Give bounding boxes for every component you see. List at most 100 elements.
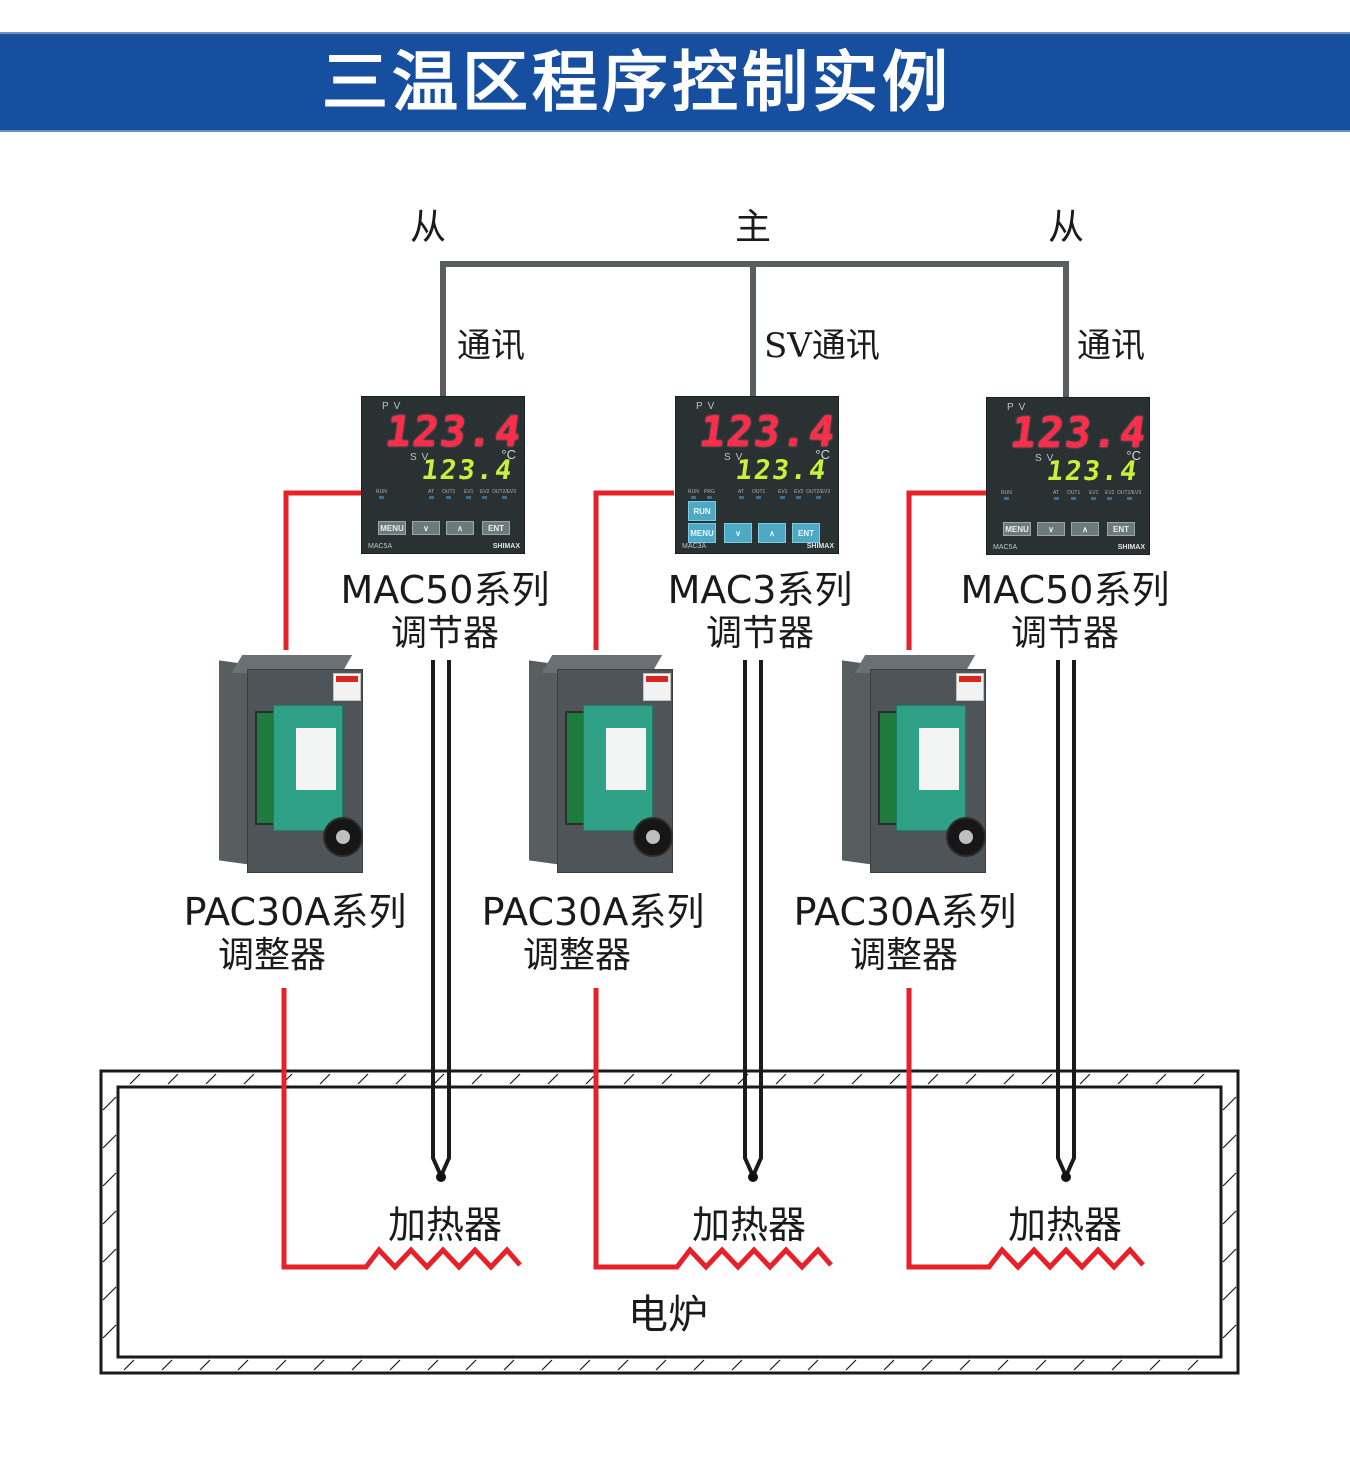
page-title: 三温区程序控制实例 [322,44,952,121]
thermocouple-tip-2 [748,1172,758,1182]
hatch-mark [541,1359,553,1371]
status-leds: RUN AT OUT1 EV1 EV2 OUT2/EV3 [376,489,518,503]
heater-label-2: 加热器 [692,1203,807,1247]
adjust-dial[interactable] [633,817,673,857]
hatch-mark [433,1073,445,1085]
hatch-mark [547,1073,559,1085]
wiring-label [896,705,966,831]
hatch-mark [199,1359,211,1371]
pv-label: PV [696,401,720,412]
led-at: AT [1053,490,1059,500]
ent-button[interactable]: ENT [1107,522,1135,536]
regulator-label-right: PAC30A系列 调整器 [790,890,1020,978]
hatch-mark [1222,1172,1237,1187]
up-button[interactable]: ∧ [446,521,474,535]
furnace-wall [99,1069,1240,1375]
menu-button[interactable]: MENU [1003,522,1031,536]
regulator-type: 调整器 [218,935,327,976]
regulator-label-left: PAC30A系列 调整器 [180,890,410,978]
regulator-pac30a-left [219,655,371,877]
brand-logo: SHIMAX [1117,544,1145,551]
led-out2-ev3: OUT2/EV3 [806,489,830,499]
hatch-mark [1035,1359,1047,1371]
up-button[interactable]: ∧ [1071,522,1099,536]
led-ev1: EV1 [778,489,787,499]
regulator-series: PAC30A系列 [183,890,407,934]
down-button[interactable]: ∨ [724,523,752,543]
led-ev1: EV1 [464,489,473,499]
menu-button[interactable]: MENU [378,521,406,535]
menu-button[interactable]: MENU [688,523,716,543]
role-label-left: 从 [410,207,447,248]
led-run: RUN [1001,490,1012,500]
thermocouple-tip-3 [1061,1172,1071,1182]
regulator-series: PAC30A系列 [481,890,705,934]
hatch-mark [351,1359,363,1371]
controller-type: 调节器 [390,613,499,654]
hatch-mark [319,1073,331,1085]
furnace-outer-wall [99,1069,1240,1375]
hatch-mark [1079,1073,1091,1085]
hatch-mark [579,1359,591,1371]
hatch-mark [1222,1134,1237,1149]
led-ev1: EV1 [1089,490,1098,500]
unit-label: °C [1126,448,1141,463]
down-button[interactable]: ∨ [412,521,440,535]
led-run: RUN [376,489,387,499]
hatch-mark [769,1359,781,1371]
hatch-mark [102,1134,117,1149]
hatch-mark [623,1073,635,1085]
hatch-mark [395,1073,407,1085]
hatch-mark [205,1073,217,1085]
regulator-type: 调整器 [523,935,632,976]
hatch-mark [237,1359,249,1371]
led-out2-ev3: OUT2/EV3 [1117,490,1141,500]
hatch-mark [1149,1359,1161,1371]
hatch-mark [1193,1073,1205,1085]
wiring-label [583,705,653,831]
hatch-mark [693,1359,705,1371]
heater-wire-2 [593,988,833,1271]
hatch-mark [427,1359,439,1371]
controller-mac50-left: PV 123.4 SV 123.4 °C RUN AT OUT1 EV1 EV2… [361,396,526,554]
adjust-dial[interactable] [323,817,363,857]
comm-label-center: SV通讯 [764,326,880,366]
hatch-mark [731,1359,743,1371]
controller-type: 调节器 [1010,613,1119,654]
control-wire-2 [593,490,674,650]
heater-label-3: 加热器 [1008,1203,1123,1247]
hatch-mark [465,1359,477,1371]
hatch-mark [1222,1324,1237,1339]
controller-label-left: MAC50系列 调节器 [330,568,560,656]
controller-series: MAC3系列 [667,568,853,612]
hatch-mark [243,1073,255,1085]
hatch-mark [167,1073,179,1085]
hatch-mark [807,1359,819,1371]
down-button[interactable]: ∨ [1037,522,1065,536]
hatch-mark [102,1248,117,1263]
hatch-mark [883,1359,895,1371]
controller-mac50-right: PV 123.4 SV 123.4 °C RUN AT OUT1 EV1 EV2… [986,397,1151,555]
led-out2-ev3: OUT2/EV3 [492,489,516,499]
adjust-dial[interactable] [946,817,986,857]
hatch-mark [123,1359,135,1371]
brand-logo: SHIMAX [492,543,520,550]
hatch-mark [889,1073,901,1085]
role-label-right: 从 [1048,207,1085,248]
hatch-mark [275,1359,287,1371]
control-wire-3 [906,490,986,650]
up-button[interactable]: ∧ [758,523,786,543]
heater-wire-1 [281,988,522,1271]
run-button[interactable]: RUN [688,501,716,521]
warning-sticker [956,673,984,701]
model-tag: MAC3A [682,543,707,550]
controller-label-center: MAC3系列 调节器 [650,568,870,656]
pv-label: PV [382,401,406,412]
hatch-mark [509,1073,521,1085]
regulator-pac30a-right [842,655,994,877]
pv-label: PV [1007,402,1031,413]
ent-button[interactable]: ENT [482,521,510,535]
ent-button[interactable]: ENT [792,523,820,543]
thermocouple-3 [1056,660,1076,1181]
